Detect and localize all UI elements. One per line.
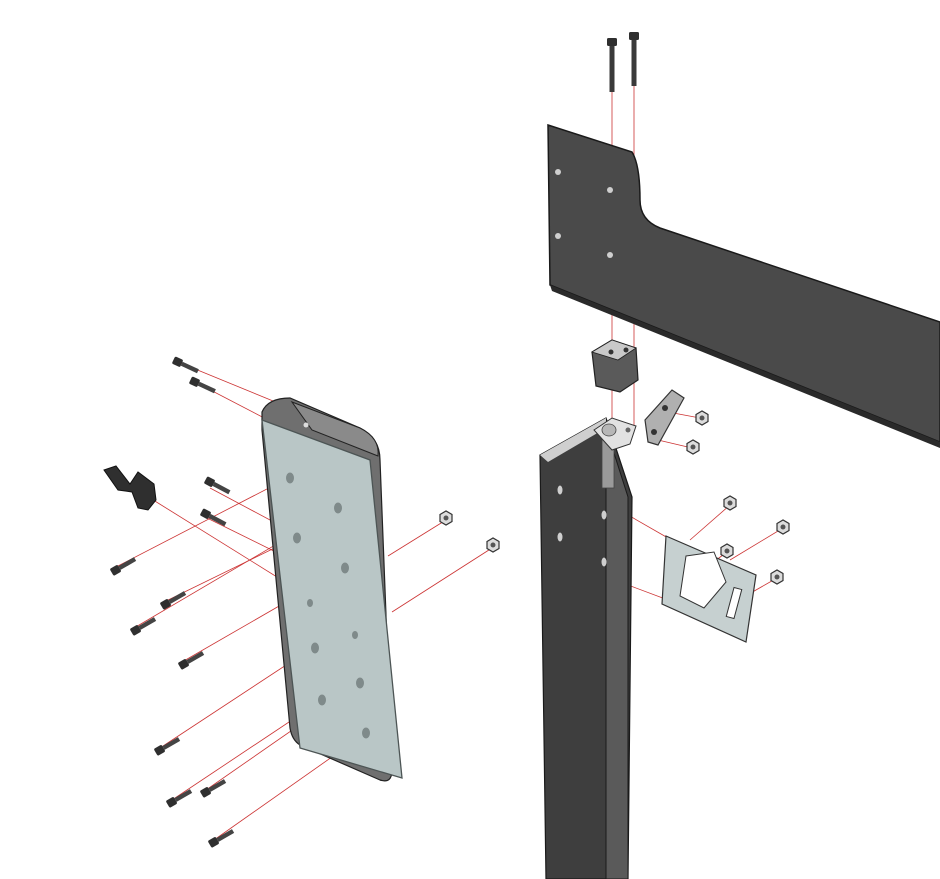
upright-side-plate: [261, 397, 403, 782]
vertical-post: [539, 417, 633, 879]
side-cap-screws: [109, 356, 236, 848]
top-frame-bar: [547, 123, 940, 448]
square-window-bracket: [661, 535, 757, 643]
corner-spacer-block: [591, 339, 639, 393]
top-cap-screws: [607, 32, 639, 92]
explode-lines: [113, 55, 784, 841]
small-angle-bracket: [644, 389, 685, 446]
latch-handle: [103, 465, 157, 511]
post-cap-with-pin: [593, 417, 637, 489]
